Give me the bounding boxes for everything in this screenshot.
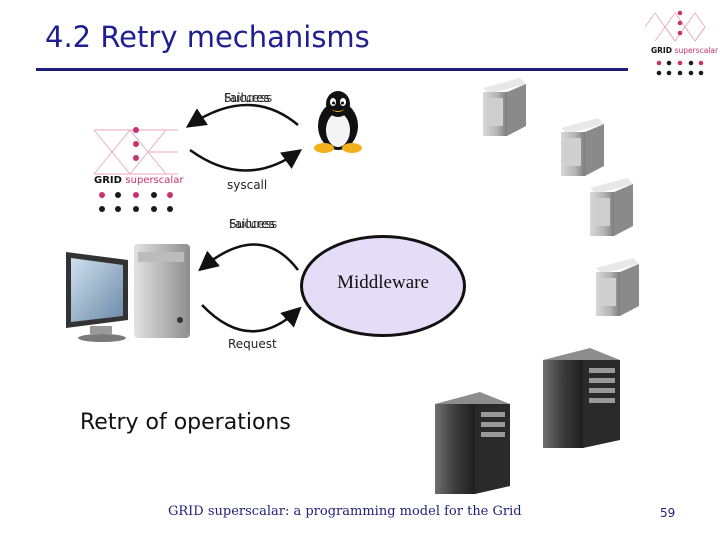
slide-title: 4.2 Retry mechanisms xyxy=(45,20,370,54)
server-tower-icon xyxy=(590,178,633,236)
title-rule xyxy=(36,68,628,71)
upper-success-label: Success xyxy=(224,91,273,105)
grid-superscalar-logo-top: GRID superscalar xyxy=(644,5,718,77)
upper-call-arrow xyxy=(189,148,303,172)
rack-server-icon xyxy=(543,348,620,448)
desktop-computer-icon xyxy=(62,238,202,342)
logo-grid-text: GRID xyxy=(94,175,122,186)
rack-server-icon xyxy=(435,392,510,494)
server-tower-icon xyxy=(596,258,639,316)
logo-superscalar-text: superscalar xyxy=(125,175,184,186)
syscall-label: syscall xyxy=(227,178,268,192)
server-tower-icon xyxy=(561,118,604,176)
logo-graphic-icon xyxy=(93,127,178,212)
logo-graphic-icon xyxy=(644,10,706,76)
lower-return-arrow xyxy=(198,243,299,272)
request-label: Request xyxy=(228,337,277,351)
middleware-node xyxy=(300,235,466,337)
middleware-label: Middleware xyxy=(337,272,429,293)
server-tower-icon xyxy=(483,78,526,136)
upper-failures-label: Failures xyxy=(224,91,270,105)
lower-request-arrow xyxy=(201,304,302,333)
logo-superscalar-text: superscalar xyxy=(674,46,719,55)
linux-penguin-icon xyxy=(310,88,366,154)
logo-grid-text: GRID xyxy=(651,46,672,55)
page-number: 59 xyxy=(660,506,676,520)
lower-success-label: Success xyxy=(229,217,278,231)
grid-superscalar-logo-left: GRID superscalar xyxy=(90,120,184,218)
slide-footer: GRID superscalar: a programming model fo… xyxy=(168,504,522,519)
lower-failures-label: Failures xyxy=(229,217,275,231)
retry-of-operations-text: Retry of operations xyxy=(80,410,291,435)
upper-return-arrow xyxy=(185,103,299,128)
